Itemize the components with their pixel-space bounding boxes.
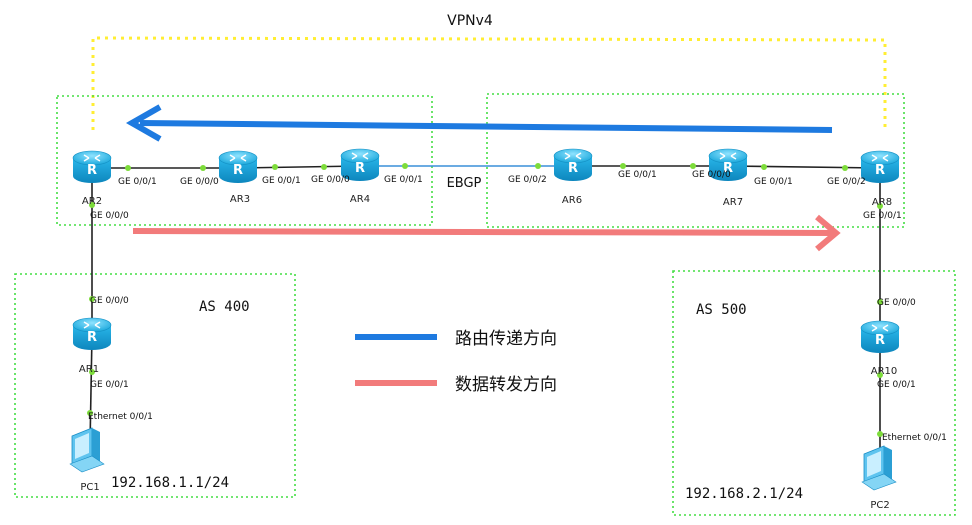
router-name-ar1: AR1 [79, 364, 99, 375]
port-label: GE 0/0/1 [118, 177, 157, 187]
router-ar3[interactable] [218, 150, 258, 184]
link-ar3-ar4 [237, 165, 361, 169]
port-label: GE 0/0/1 [384, 175, 423, 185]
router-name-ar4: AR4 [350, 194, 370, 205]
port-label: GE 0/0/0 [90, 296, 129, 306]
pc-name-pc2: PC2 [870, 500, 889, 511]
network-label-right: 192.168.2.1/24 [685, 486, 803, 502]
router-ar8[interactable] [860, 150, 900, 184]
legend-route-label: 路由传递方向 [455, 329, 557, 349]
link-ar7-ar8 [727, 165, 881, 169]
port-label: GE 0/0/1 [877, 380, 916, 390]
ebgp-label: EBGP [447, 176, 482, 191]
port-label: GE 0/0/0 [877, 298, 916, 308]
port-label: GE 0/0/1 [90, 380, 129, 390]
port-dots [87, 163, 883, 437]
pc1-computer-icon[interactable] [69, 427, 105, 473]
region-box-as400 [14, 273, 296, 498]
port-label: GE 0/0/1 [863, 211, 902, 221]
router-name-ar8: AR8 [872, 197, 892, 208]
region-box-as500 [672, 270, 956, 516]
router-name-ar10: AR10 [871, 366, 898, 377]
port-label: GE 0/0/1 [618, 170, 657, 180]
router-name-ar3: AR3 [230, 194, 250, 205]
region-box-right-core [486, 93, 905, 228]
port-label: Ethernet 0/0/1 [88, 412, 153, 422]
port-label: GE 0/0/0 [90, 211, 129, 221]
router-name-ar2: AR2 [82, 196, 102, 207]
link-ar1-pc1 [89, 334, 93, 446]
vpnv4-session-line [91, 36, 887, 130]
port-label: GE 0/0/0 [311, 175, 350, 185]
port-label: GE 0/0/0 [180, 177, 219, 187]
port-label: GE 0/0/0 [692, 170, 731, 180]
port-label: GE 0/0/1 [754, 177, 793, 187]
forward-direction-arrow [132, 214, 841, 252]
as500-label: AS 500 [696, 302, 747, 318]
router-ar2[interactable] [72, 150, 112, 184]
legend: 路由传递方向 数据转发方向 [355, 329, 557, 395]
port-label: GE 0/0/1 [262, 176, 301, 186]
port-label: GE 0/0/2 [827, 177, 866, 187]
route-direction-arrow [125, 104, 833, 142]
network-label-left: 192.168.1.1/24 [111, 475, 229, 491]
as400-label: AS 400 [199, 299, 250, 315]
port-label: GE 0/0/2 [508, 175, 547, 185]
pc2-computer-icon[interactable] [861, 445, 897, 491]
router-ar6[interactable] [553, 148, 593, 182]
region-box-left-core [56, 95, 433, 226]
pc-name-pc1: PC1 [80, 482, 99, 493]
router-ar1[interactable] [72, 317, 112, 351]
router-ar10[interactable] [860, 320, 900, 354]
vpnv4-label: VPNv4 [447, 13, 493, 29]
legend-forward-label: 数据转发方向 [455, 375, 557, 395]
router-name-ar7: AR7 [723, 197, 743, 208]
port-label: Ethernet 0/0/1 [882, 433, 947, 443]
router-name-ar6: AR6 [562, 195, 582, 206]
